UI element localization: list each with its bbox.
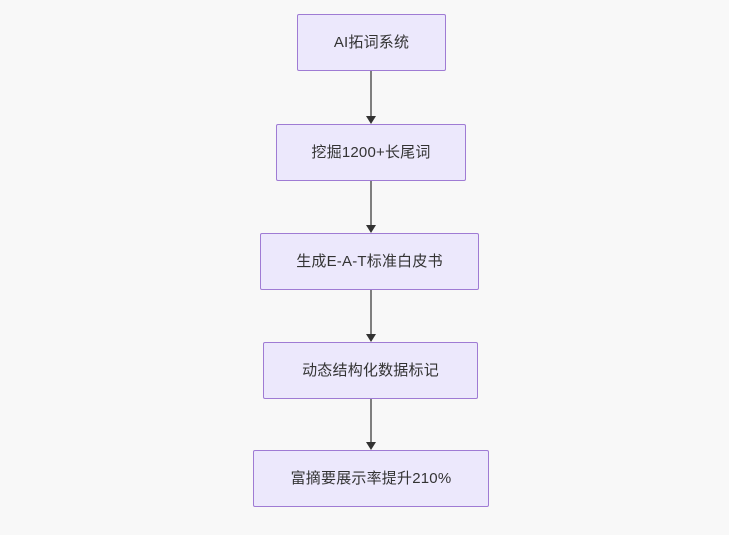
flow-node-label: 生成E-A-T标准白皮书 [296,253,443,270]
flow-edge-3-line [370,290,372,334]
flow-edge-1-arrowhead [366,116,376,124]
flow-edge-4-arrowhead [366,442,376,450]
flow-node-label: 动态结构化数据标记 [302,362,439,379]
flow-node-label: 挖掘1200+长尾词 [311,144,431,161]
flow-edge-1-line [370,71,372,116]
flow-node-longtail-keywords[interactable]: 挖掘1200+长尾词 [276,124,466,181]
flow-node-label: 富摘要展示率提升210% [290,470,452,487]
flow-node-rich-snippet-result[interactable]: 富摘要展示率提升210% [253,450,489,507]
flow-edge-3-arrowhead [366,334,376,342]
flow-node-ai-keyword-system[interactable]: AI拓词系统 [297,14,446,71]
flow-node-label: AI拓词系统 [333,34,410,51]
flow-edge-2-arrowhead [366,225,376,233]
flow-edge-2-line [370,181,372,225]
flow-edge-4-line [370,399,372,442]
flow-node-eat-whitepaper[interactable]: 生成E-A-T标准白皮书 [260,233,479,290]
flow-node-structured-data-markup[interactable]: 动态结构化数据标记 [263,342,478,399]
